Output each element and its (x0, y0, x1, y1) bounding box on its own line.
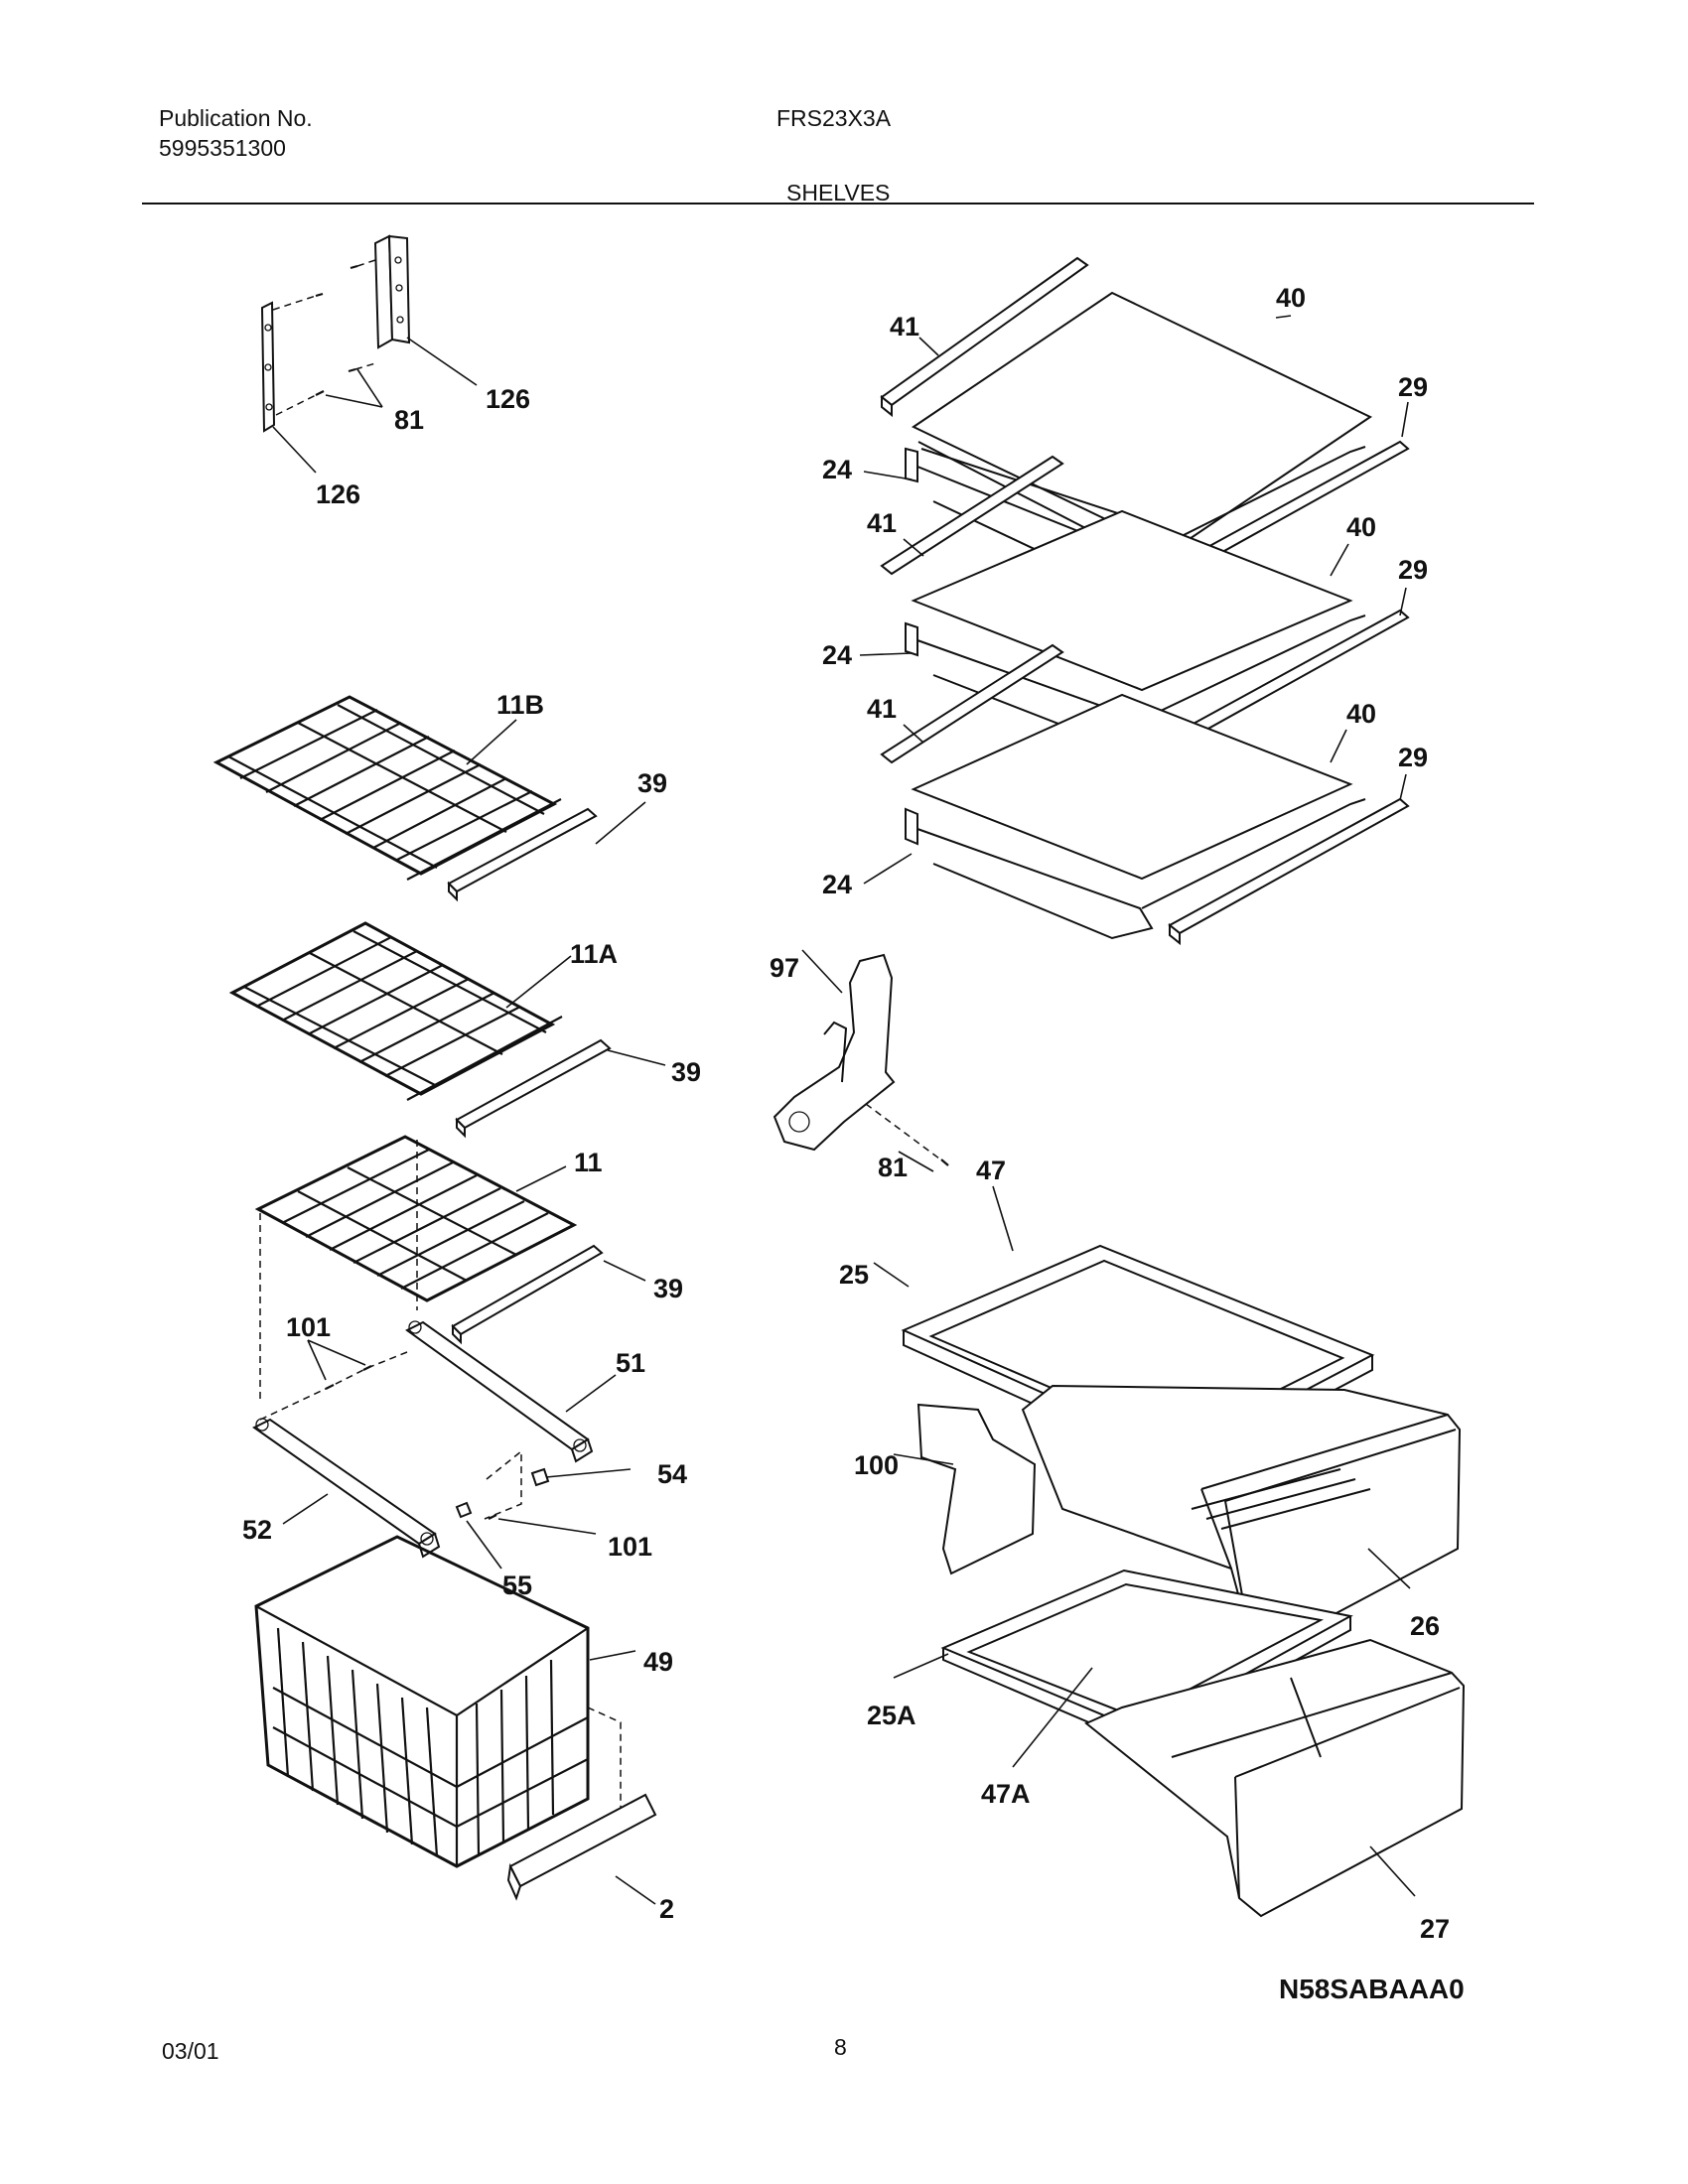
callout-27: 27 (1420, 1914, 1450, 1944)
callout-24-bottom: 24 (822, 870, 852, 899)
callout-126-lower: 126 (316, 479, 360, 509)
bracket-126-lower (260, 301, 276, 433)
callout-41-top: 41 (890, 312, 919, 341)
callout-55: 55 (502, 1570, 532, 1600)
callout-11A: 11A (570, 939, 618, 969)
callout-49: 49 (643, 1647, 673, 1677)
callout-97: 97 (770, 953, 799, 983)
callout-81-bracket-97: 81 (878, 1153, 908, 1182)
callout-29-middle: 29 (1398, 555, 1428, 585)
callout-41-middle: 41 (867, 508, 897, 538)
page-number: 8 (834, 2034, 847, 2060)
publication-label: Publication No. (159, 105, 313, 131)
wire-shelf-11B (212, 695, 562, 881)
footer-date: 03/01 (162, 2038, 219, 2064)
callout-29-top: 29 (1398, 372, 1428, 402)
screws-101-54-55 (259, 1351, 550, 1520)
shelf-trim-39-upper (447, 807, 598, 902)
callout-29-bottom: 29 (1398, 743, 1428, 772)
callout-52: 52 (242, 1515, 272, 1545)
header-rule (142, 203, 1534, 205)
callout-47A: 47A (981, 1779, 1031, 1809)
callout-54: 54 (657, 1459, 687, 1489)
wire-shelf-11A (228, 921, 563, 1101)
callout-47: 47 (976, 1156, 1006, 1185)
callout-24-top: 24 (822, 455, 852, 484)
callout-40-middle: 40 (1346, 512, 1376, 542)
callout-11B: 11B (496, 690, 544, 720)
callout-51: 51 (616, 1348, 645, 1378)
callout-39-middle: 39 (671, 1057, 701, 1087)
callout-25: 25 (839, 1260, 869, 1290)
callout-25A: 25A (867, 1701, 916, 1730)
shelf-rail-52 (252, 1418, 441, 1559)
crisper-drawer-27 (1084, 1638, 1466, 1918)
crisper-drawer-26 (1021, 1384, 1462, 1650)
callout-40-top: 40 (1276, 283, 1306, 313)
divider-100 (916, 1403, 1037, 1575)
callout-26: 26 (1410, 1611, 1440, 1641)
callout-81-bracket-screw: 81 (394, 405, 424, 435)
callout-41-bottom: 41 (867, 694, 897, 724)
callout-11: 11 (574, 1148, 603, 1177)
callout-39-upper: 39 (637, 768, 667, 798)
shelf-trim-39-middle (455, 1038, 612, 1139)
callout-2: 2 (659, 1894, 674, 1924)
glass-shelf-assembly-middle (880, 455, 1410, 757)
model-number: FRS23X3A (776, 105, 892, 131)
basket-trim-2 (506, 1793, 657, 1901)
glass-shelf-assembly-top (880, 256, 1410, 589)
callout-24-middle: 24 (822, 640, 852, 670)
section-title: SHELVES (786, 180, 891, 205)
bracket-126-upper (373, 234, 411, 349)
callout-101-lower: 101 (608, 1532, 652, 1562)
callout-40-bottom: 40 (1346, 699, 1376, 729)
wire-shelf-11 (254, 1135, 578, 1400)
screw-81-set (272, 259, 376, 416)
shelf-rail-51 (405, 1320, 594, 1463)
wire-basket-49 (254, 1535, 622, 1868)
bracket-97 (773, 953, 949, 1166)
glass-shelf-assembly-bottom (880, 643, 1410, 946)
shelf-trim-39-lower (451, 1244, 604, 1345)
callout-100: 100 (854, 1450, 899, 1480)
publication-number: 5995351300 (159, 135, 286, 161)
diagram-code: N58SABAAA0 (1279, 1974, 1465, 2004)
callout-126-upper: 126 (486, 384, 530, 414)
callout-101-upper: 101 (286, 1312, 331, 1342)
callout-39-lower: 39 (653, 1274, 683, 1303)
